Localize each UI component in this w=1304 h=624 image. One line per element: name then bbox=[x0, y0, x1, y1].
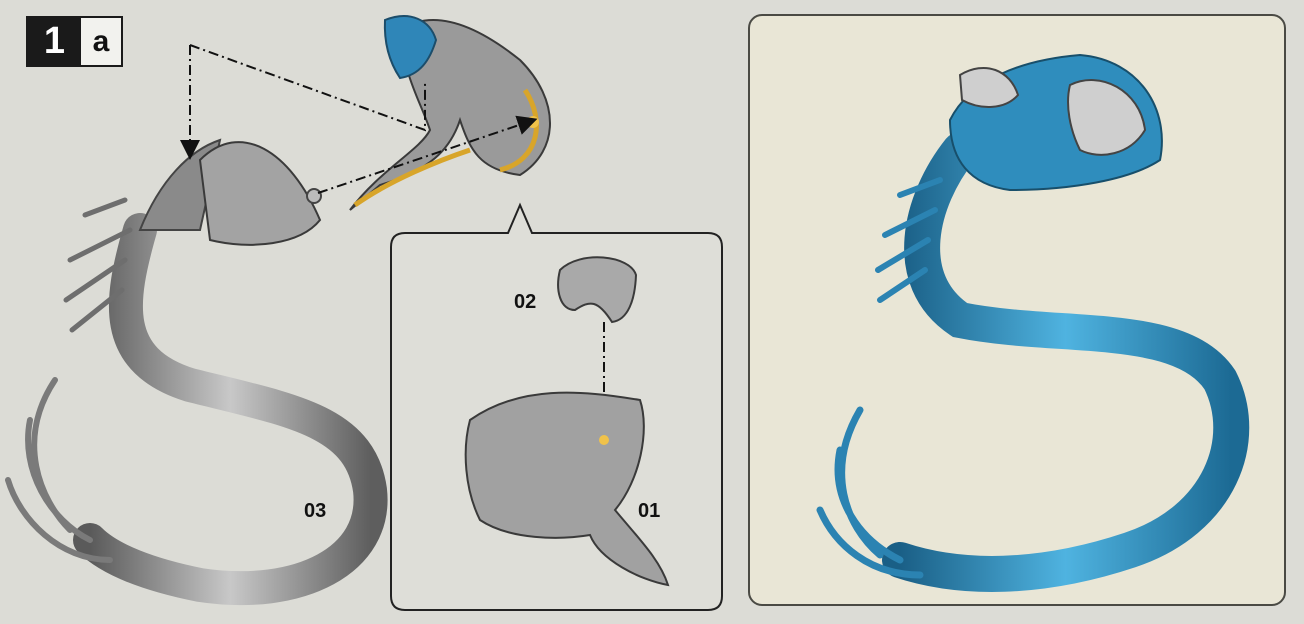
part-label-01: 01 bbox=[638, 500, 660, 523]
assembled-serpent bbox=[820, 55, 1231, 575]
part-label-03: 03 bbox=[304, 500, 326, 523]
detail-inset bbox=[391, 205, 722, 610]
part-label-02: 02 bbox=[514, 291, 536, 314]
